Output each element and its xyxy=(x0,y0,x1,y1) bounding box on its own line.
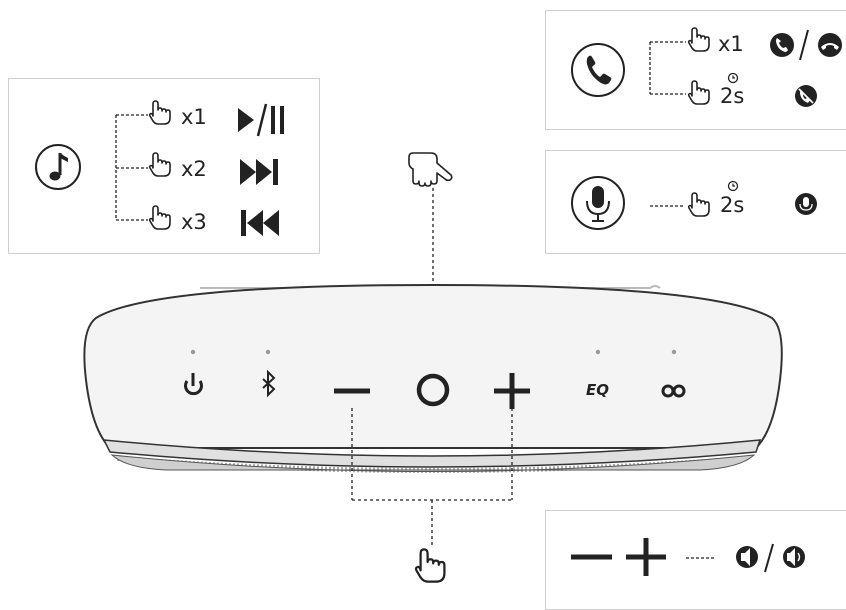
hold-duration-label: 2s xyxy=(720,84,745,108)
tap-hand-icon xyxy=(687,27,710,52)
multifunction-button-icon xyxy=(416,373,450,407)
tap-count-label: x3 xyxy=(181,210,207,234)
volume-bracket xyxy=(351,408,513,545)
power-icon xyxy=(184,373,203,396)
tap-count-label: x1 xyxy=(718,32,744,56)
play-pause-icon xyxy=(238,103,284,137)
bluetooth-icon xyxy=(262,369,276,398)
volume-up-icon xyxy=(626,538,666,576)
reject-call-icon xyxy=(795,85,817,107)
music-bracket xyxy=(115,114,148,221)
call-bracket xyxy=(649,41,686,95)
hold-hand-icon xyxy=(687,80,710,105)
music-note-icon xyxy=(35,144,81,190)
link-icon xyxy=(661,384,686,398)
volume-level-icons xyxy=(736,543,805,573)
diagram-drawing xyxy=(35,27,842,583)
speaker-device xyxy=(83,283,783,473)
tap-count-label: x2 xyxy=(181,157,207,181)
press-hand-icon xyxy=(414,548,446,583)
call-controls-panel xyxy=(545,10,846,130)
volume-up-icon xyxy=(494,373,530,409)
tap-hand-icon xyxy=(148,205,171,230)
press-hand-icon xyxy=(408,152,453,187)
microphone-icon xyxy=(571,176,625,230)
tap-hand-icon xyxy=(148,152,171,177)
eq-icon: EQ xyxy=(586,381,609,399)
indicator-leds xyxy=(190,349,677,355)
answer-end-call-icon xyxy=(770,29,842,61)
tap-count-label: x1 xyxy=(181,105,207,129)
previous-track-icon xyxy=(241,210,279,236)
tap-hand-icon xyxy=(148,100,171,125)
clock-icon xyxy=(727,72,739,84)
phone-icon xyxy=(571,43,625,97)
next-track-icon xyxy=(240,159,278,185)
hold-hand-icon xyxy=(687,192,710,217)
clock-icon xyxy=(727,180,739,192)
mute-microphone-icon xyxy=(795,193,817,215)
hold-duration-label: 2s xyxy=(720,193,745,217)
